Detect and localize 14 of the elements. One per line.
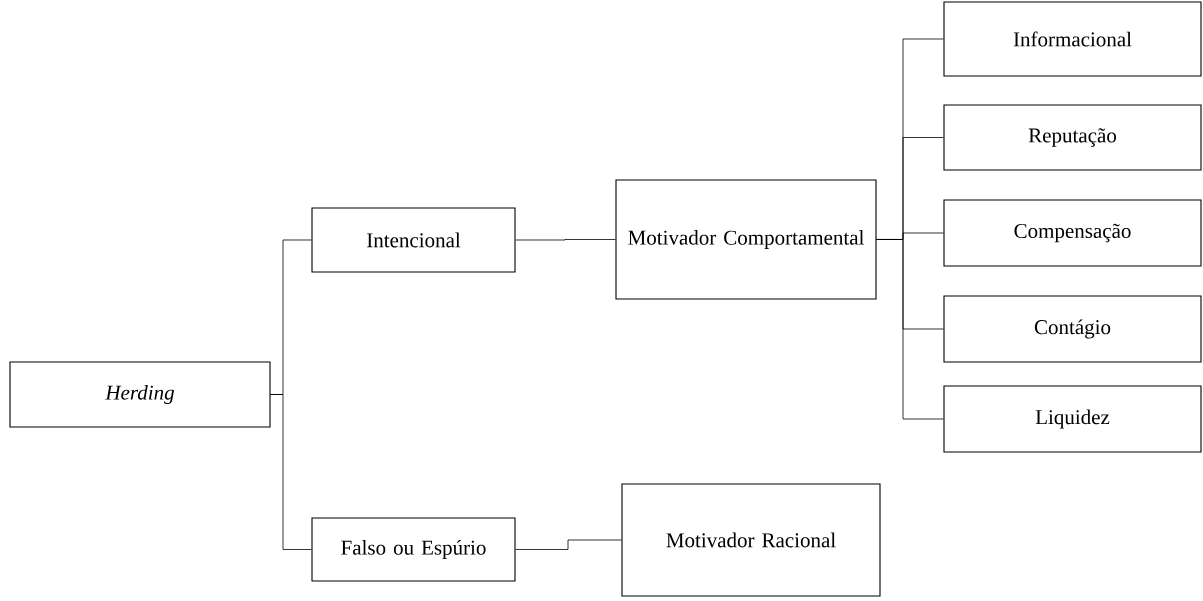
box: Motivador Comportamental	[615, 179, 877, 300]
box: Liquidez	[943, 385, 1202, 453]
box: Informacional	[943, 1, 1202, 77]
connector	[876, 239, 944, 420]
connector	[270, 394, 312, 550]
connector	[515, 239, 616, 241]
box: Compensação	[943, 199, 1202, 267]
box: Herding	[9, 361, 271, 428]
box: Reputação	[943, 104, 1202, 171]
box: Falso ou Espúrio	[311, 517, 516, 582]
box: Contágio	[943, 295, 1202, 363]
box: Intencional	[311, 207, 516, 273]
connector	[515, 539, 622, 550]
box: Motivador Racional	[621, 483, 881, 597]
